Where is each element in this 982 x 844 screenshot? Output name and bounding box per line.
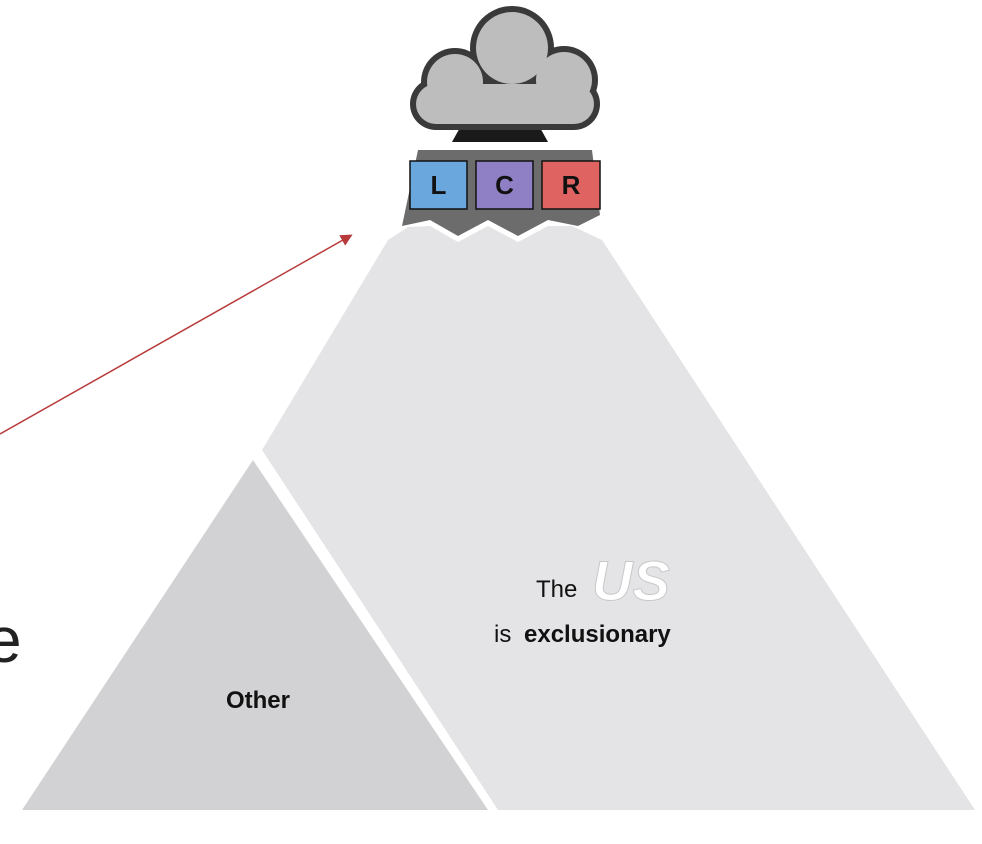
cut-off-text: e [0,604,22,676]
us-label-line2-bold: exclusionary [524,621,671,648]
other-label: Other [226,687,290,714]
svg-text:The: The [536,576,577,603]
arrow-line [0,234,353,435]
us-label-emphasis: US [592,549,670,612]
us-label-line2-prefix: is [494,621,511,648]
box-c [475,160,534,210]
us-mountain [262,226,975,810]
cloud-icon [410,6,600,130]
box-c-letter: C [495,170,514,200]
us-label-prefix: The [536,576,577,603]
box-l [409,160,468,210]
lcr-boxes: L C R [409,160,601,210]
box-r-letter: R [562,170,581,200]
box-l-letter: L [431,170,447,200]
box-r [541,160,601,210]
other-mountain [22,460,488,810]
svg-text:is exclusionary: is exclusionary [494,621,671,648]
us-label: The US is exclusionary [494,549,671,649]
